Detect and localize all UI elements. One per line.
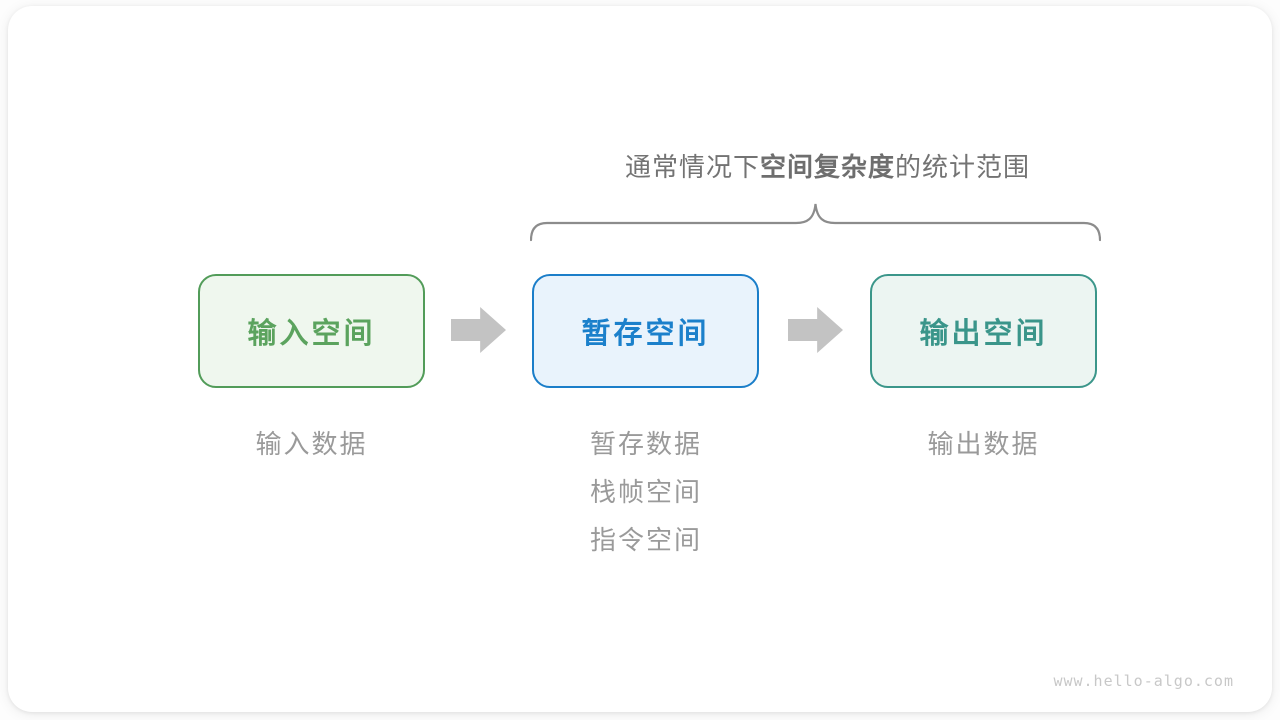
box-temp-space-label: 暂存空间 [581,318,710,350]
caption-temp-column: 暂存数据 栈帧空间 指令空间 [532,430,760,574]
scope-title: 通常情况下空间复杂度的统计范围 [540,147,1115,184]
box-input-space-label: 输入空间 [247,318,376,350]
caption-instruction-space: 指令空间 [589,525,702,555]
caption-input-data: 输入数据 [255,429,368,459]
box-output-space: 输出空间 [870,274,1097,388]
site-watermark: www.hello-algo.com [1053,672,1234,690]
arrow-right-icon-2 [788,307,843,353]
box-output-space-label: 输出空间 [919,318,1048,350]
scope-title-bold: 空间复杂度 [759,152,895,182]
caption-temp-data: 暂存数据 [589,429,702,459]
box-temp-space: 暂存空间 [532,274,759,388]
diagram-card: 通常情况下空间复杂度的统计范围 输入空间 暂存空间 输出空间 输入数据 暂存数据… [8,6,1272,712]
caption-output-data: 输出数据 [927,429,1040,459]
scope-title-prefix: 通常情况下 [624,152,760,182]
box-input-space: 输入空间 [198,274,425,388]
caption-stack-frame-space: 栈帧空间 [589,477,702,507]
arrow-right-icon-1 [451,307,506,353]
curly-brace-icon [530,203,1101,242]
scope-title-suffix: 的统计范围 [895,152,1031,182]
